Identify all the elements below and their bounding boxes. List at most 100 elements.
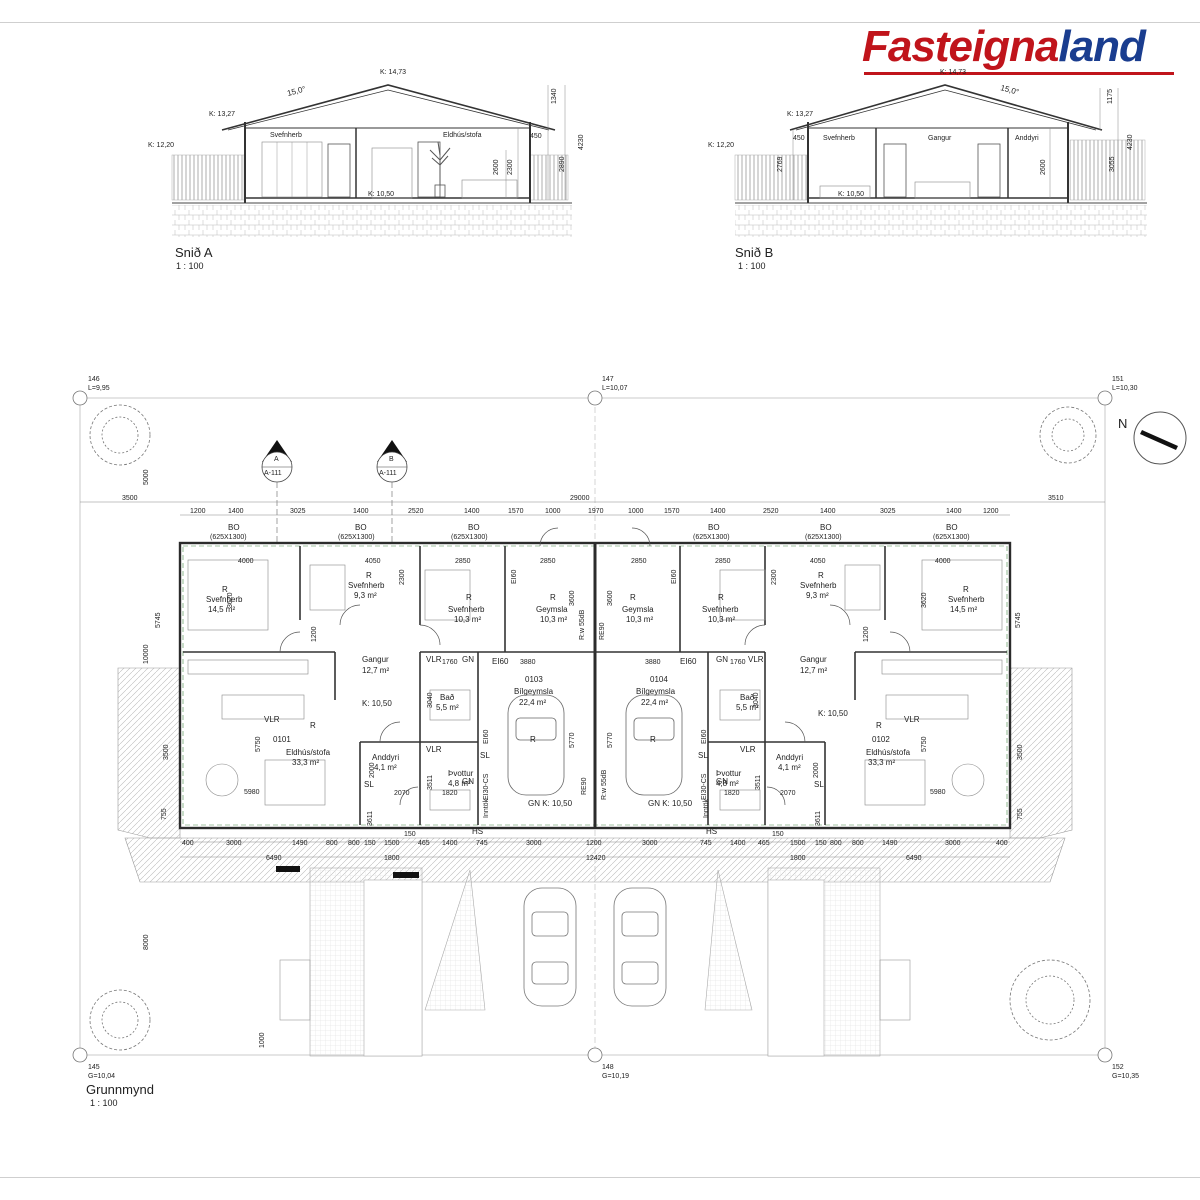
room-name: Anddyri — [776, 753, 803, 762]
logo-part-1: Fasteigna — [862, 22, 1059, 71]
room-area: 4,8 m² — [716, 779, 739, 788]
inner-dim: 2000 — [369, 762, 376, 778]
bottom-dim: 3000 — [226, 840, 242, 847]
inner-dim: 1820 — [442, 790, 458, 797]
path-left — [363, 879, 423, 1057]
bottom-dim: 400 — [996, 840, 1008, 847]
bottom-dims-left: 400 3000 1490 800 800 150 1500 465 1400 … — [182, 840, 602, 847]
inner-dim: 3511 — [755, 775, 762, 790]
corner-marker-tl — [72, 390, 88, 406]
inner-dim: 2000 — [813, 762, 820, 778]
corner-bm-level: G=10,19 — [602, 1073, 629, 1080]
section-a-cabinet — [371, 147, 413, 199]
corner-marker-br — [1097, 1047, 1113, 1063]
corner-tr-level: L=10,30 — [1112, 385, 1138, 392]
inner-dim: 2850 — [715, 558, 731, 565]
corner-br-id: 152 — [1112, 1064, 1124, 1071]
bo-label: BO — [468, 523, 480, 532]
section-b-ground — [735, 205, 1147, 237]
section-a-door — [327, 143, 351, 198]
section-a-title: Snið A — [175, 245, 213, 260]
section-b-ridge-level: K: 14,73 — [940, 69, 966, 76]
bottom-dim: 400 — [182, 840, 194, 847]
driveway-wedge-left — [424, 869, 486, 1011]
inner-dim: 5750 — [921, 736, 928, 752]
room-name: Bílgeymsla — [514, 687, 554, 696]
section-a-ground — [172, 205, 572, 237]
fasteignaland-logo: Fasteignaland — [862, 22, 1174, 78]
bottom-dims-right: 3000 745 1400 465 1500 150 800 800 1490 … — [642, 840, 1008, 847]
section-a-roof — [221, 84, 556, 131]
inner-dim: 3611 — [367, 811, 374, 826]
section-b-pitch: 15,0° — [999, 83, 1019, 97]
room-tag: 0103 — [525, 675, 543, 684]
north-label: N — [1118, 416, 1127, 431]
room-name: Svefnherb — [448, 605, 485, 614]
section-marker-a-ref: A-111 — [264, 470, 282, 477]
inner-dim: 3611 — [815, 811, 822, 826]
inner-dim: 1760 — [442, 659, 458, 666]
label-ei60: EI60 — [680, 657, 697, 666]
label-r: R — [310, 721, 316, 730]
bottom-dim: 3000 — [526, 840, 542, 847]
bin-storage-left — [279, 959, 311, 1021]
section-marker-b-ref: A-111 — [379, 470, 397, 477]
dim-side-left: 3500 — [122, 495, 138, 502]
bottom-dim: 1200 — [586, 840, 602, 847]
room-area: 9,3 m² — [806, 591, 829, 600]
bo-label: BO — [708, 523, 720, 532]
corner-marker-bl — [72, 1047, 88, 1063]
section-b-door-2 — [977, 143, 1001, 198]
room-name: Svefnherb — [348, 581, 385, 590]
inner-dim: 4050 — [810, 558, 826, 565]
section-b-room-3: Anddyri — [1015, 135, 1039, 142]
inner-dim: 3620 — [227, 592, 234, 608]
top-dims-left: 1200 1400 3025 1400 2520 1400 1570 1000 … — [190, 508, 604, 515]
room-area: 14,5 m² — [950, 605, 977, 614]
top-dim: 1200 — [983, 508, 999, 515]
room-name: Gangur — [362, 655, 389, 664]
section-b-sofa — [914, 181, 971, 199]
inner-dim: 4000 — [238, 558, 254, 565]
label-hs: HS — [706, 827, 717, 836]
misc-labels: VLR VLR VLR VLR VLR VLR GN GN GN GN EI60… — [264, 569, 920, 836]
inner-dim: 3880 — [645, 659, 661, 666]
inner-dim: 3040 — [753, 692, 760, 708]
section-b-fence-left — [734, 154, 808, 201]
label-gn: GN — [716, 777, 728, 786]
room-tag: 0104 — [650, 675, 668, 684]
top-dim: 1570 — [664, 508, 680, 515]
floor-level-right: K: 10,50 — [818, 709, 848, 718]
bo-size: (625X1300) — [338, 534, 375, 541]
inner-dim: 5980 — [244, 789, 260, 796]
top-dim: 2520 — [408, 508, 424, 515]
bottom-total: 6490 — [906, 855, 922, 862]
bottom-dim: 1400 — [442, 840, 458, 847]
label-r: R — [530, 735, 536, 744]
room-name: Þvottur — [448, 769, 474, 778]
bo-size: (625X1300) — [933, 534, 970, 541]
top-dim: 1570 — [508, 508, 524, 515]
section-b-dim-6: 450 — [793, 135, 805, 142]
bottom-totals: 6490 1800 12420 1800 6490 — [266, 855, 922, 862]
top-frame-line — [0, 22, 1200, 23]
section-a-fence-left — [171, 154, 245, 201]
section-b-ground-level: K: 12,20 — [708, 142, 734, 149]
corner-br-level: G=10,35 — [1112, 1073, 1139, 1080]
car-icon — [523, 887, 667, 1007]
small-dim: 150 — [404, 831, 416, 838]
inner-dim: 1200 — [311, 626, 318, 642]
inner-dim: 8000 — [143, 934, 150, 950]
section-b-dim-3: 3055 — [1109, 156, 1116, 172]
section-b-dim-5: 2769 — [777, 156, 784, 172]
section-a-ridge-level: K: 14,73 — [380, 69, 406, 76]
section-b-dim-2: 4230 — [1127, 134, 1134, 150]
corner-tr-id: 151 — [1112, 376, 1124, 383]
bottom-dim: 3000 — [642, 840, 658, 847]
inner-dim: 2300 — [771, 569, 778, 585]
logo-underline — [864, 72, 1174, 75]
room-tag: R — [630, 593, 636, 602]
section-b-scale: 1 : 100 — [738, 261, 766, 271]
room-name: Svefnherb — [800, 581, 837, 590]
